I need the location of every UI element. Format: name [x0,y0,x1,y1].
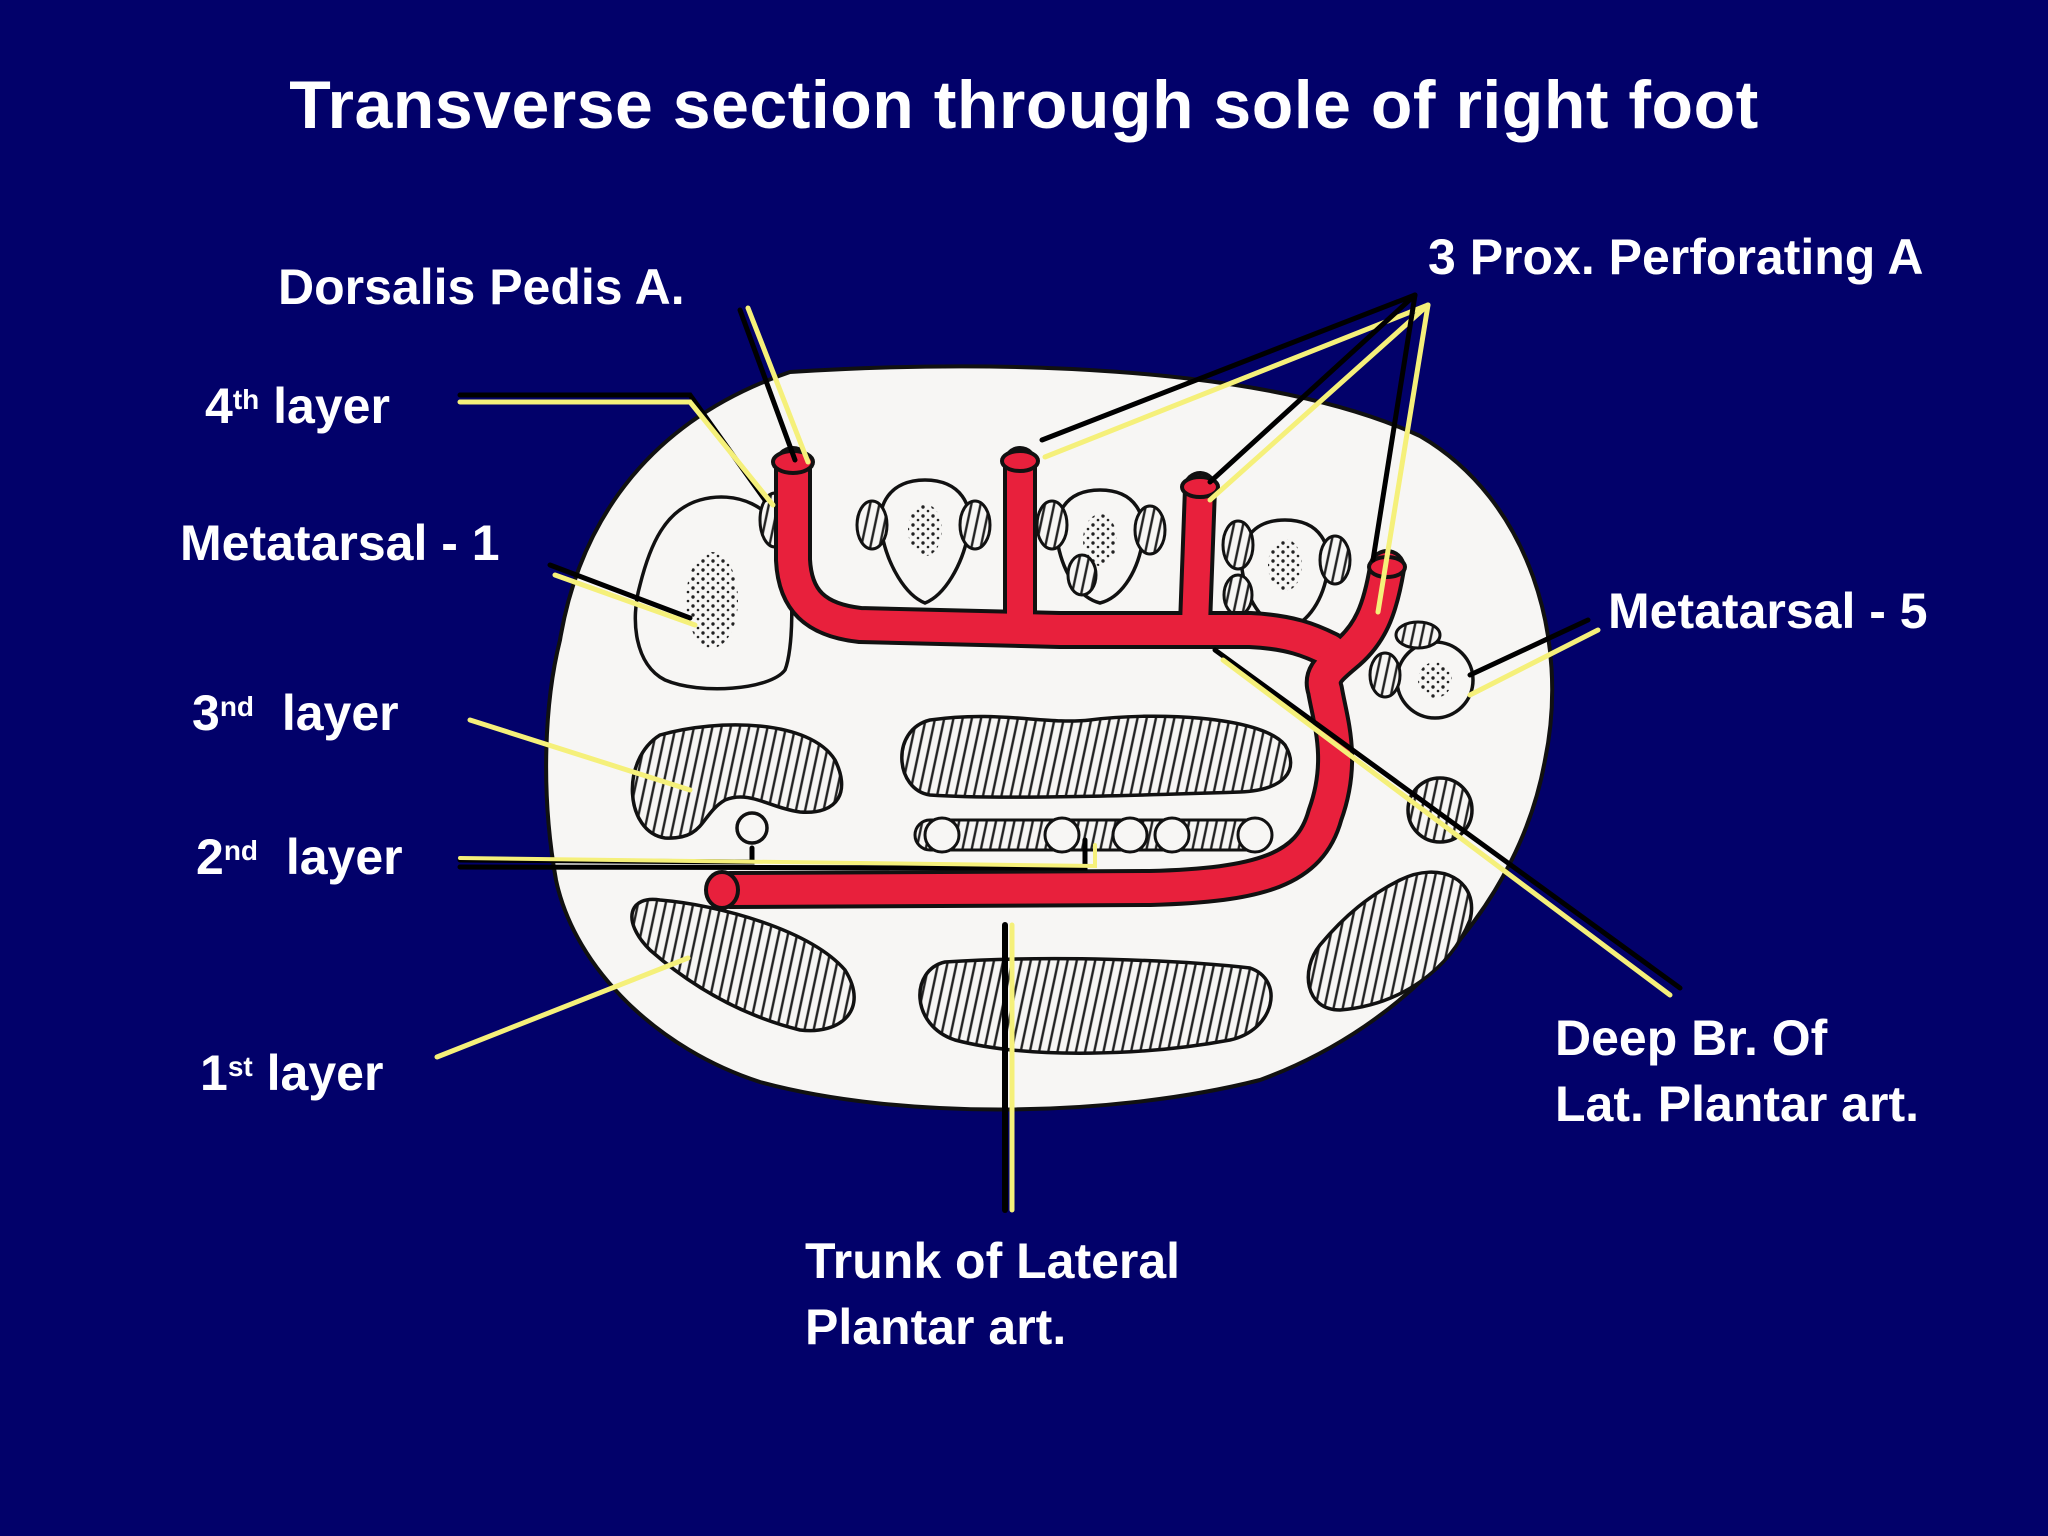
trunk-line-2: Plantar art. [805,1299,1067,1355]
metatarsal-2-marrow [908,504,942,556]
layer3-muscle-left [630,723,844,840]
label-metatarsal-1: Metatarsal - 1 [180,515,500,571]
layer-2-number: 2 [196,829,224,885]
layer-2-suffix: nd [223,835,259,866]
trunk-line-1: Trunk of Lateral [805,1233,1181,1289]
deep-branch-line-2: Lat. Plantar art. [1555,1076,1919,1132]
metatarsal-4-marrow [1268,539,1302,591]
layer-1-number: 1 [200,1045,228,1101]
interosseous-muscle [1133,504,1167,556]
interosseous-muscle [1066,553,1098,597]
interosseous-muscle [1221,519,1255,571]
slide-title: Transverse section through sole of right… [289,67,1759,143]
layer-3-text: layer [281,685,399,741]
metatarsal-3-marrow [1083,514,1117,566]
label-layer-3: 3nd layer [192,680,399,746]
label-metatarsal-5: Metatarsal - 5 [1608,583,1928,639]
interosseous-muscle [1394,620,1442,650]
label-layer-2: 2nd layer [196,824,403,890]
layer-1-suffix: st [227,1051,253,1082]
leader-lines [434,292,1683,1213]
layer3-muscle-middle [900,714,1293,799]
layer-4-number: 4 [205,378,233,434]
label-dorsalis-pedis: Dorsalis Pedis A. [278,259,685,315]
interosseous-muscle [1318,534,1352,586]
layer-2-text: layer [285,829,403,885]
layer-3-suffix: nd [219,691,255,722]
label-prox-perforating: 3 Prox. Perforating A [1428,229,1924,285]
layer-1-text: layer [266,1045,384,1101]
metatarsal-5-marrow [1418,662,1452,698]
layer-4-suffix: th [232,384,260,415]
perforating-artery-opening [1000,449,1040,473]
interosseous-muscle [855,499,889,551]
deep-branch-line-1: Deep Br. Of [1555,1010,1828,1066]
interosseous-muscle [1368,651,1402,699]
label-layer-1: 1st layer [200,1040,383,1106]
layer2-tendon-chain [913,816,1274,854]
layer2-tendon [735,811,769,845]
plantar-arterial-arch [704,446,1406,910]
layer1-muscle-right [1306,870,1474,1012]
interosseous-muscle [958,499,992,551]
interosseous-muscle [1035,499,1069,551]
label-layer-4: 4th layer [205,373,390,439]
label-deep-branch: Deep Br. Of Lat. Plantar art. [1555,1005,1919,1137]
metatarsal-1-marrow [686,552,738,648]
layer-3-number: 3 [192,685,220,741]
label-trunk: Trunk of Lateral Plantar art. [805,1228,1180,1360]
layer-4-text: layer [273,378,390,434]
interosseous-muscle [1222,573,1254,617]
layer1-muscle-middle [918,956,1273,1055]
layer1-muscle-left [630,897,856,1033]
